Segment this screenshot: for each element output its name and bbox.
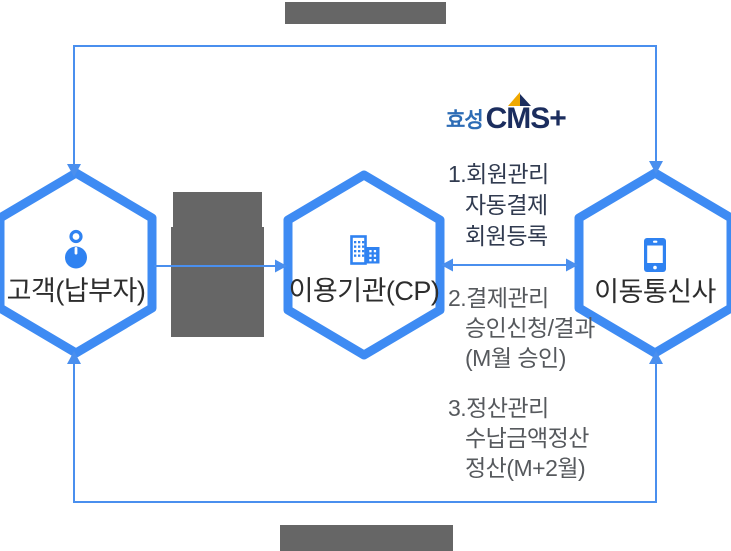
flow-block-member-management: 1.회원관리 자동결제 회원등록 bbox=[448, 159, 549, 252]
arrowhead-bottom-left bbox=[67, 351, 81, 364]
top-loop-connector bbox=[73, 45, 657, 165]
middle-gray-block-lower bbox=[171, 227, 264, 337]
flow-line: (M월 승인) bbox=[465, 345, 566, 371]
flow-block-payment-management: 2.결제관리 승인신청/결과 (M월 승인) bbox=[448, 283, 595, 373]
flow-line: 자동결제 bbox=[465, 192, 548, 218]
arrowhead-top-right bbox=[649, 161, 663, 174]
flow-line: 수납금액정산 bbox=[465, 425, 589, 451]
hexagon-cp bbox=[283, 170, 445, 360]
arrowhead-into-carrier bbox=[566, 258, 578, 272]
mobile-phone-icon bbox=[644, 238, 666, 272]
arrowhead-top-left bbox=[67, 164, 81, 177]
hyosung-mark-icon bbox=[508, 92, 531, 106]
hyosung-cms-logo: 효성 CMS+ bbox=[446, 91, 576, 139]
flow-line: 2.결제관리 bbox=[448, 285, 549, 311]
top-gray-label-box bbox=[285, 2, 446, 24]
arrowhead-bottom-right bbox=[649, 351, 663, 364]
flow-line: 1.회원관리 bbox=[448, 161, 549, 187]
flow-line: 3.정산관리 bbox=[448, 395, 549, 421]
arrowhead-into-cp bbox=[275, 259, 287, 273]
arrowhead-into-cp-right bbox=[441, 258, 453, 272]
person-icon bbox=[65, 229, 87, 269]
flow-block-settlement-management: 3.정산관리 수납금액정산 정산(M+2월) bbox=[448, 393, 589, 483]
logo-prefix-text: 효성 bbox=[446, 109, 484, 132]
flow-line: 정산(M+2월) bbox=[465, 455, 586, 481]
bottom-loop-connector bbox=[73, 363, 657, 503]
middle-gray-block-upper bbox=[173, 192, 262, 227]
node-label-cp: 이용기관(CP) bbox=[288, 276, 440, 306]
node-label-carrier: 이동통신사 bbox=[594, 277, 716, 307]
logo-text-row: 효성 CMS+ bbox=[446, 102, 567, 135]
flow-line: 승인신청/결과 bbox=[465, 315, 595, 341]
flow-line: 회원등록 bbox=[465, 223, 548, 249]
logo-name-text: CMS+ bbox=[485, 102, 567, 135]
node-label-customer: 고객(납부자) bbox=[6, 276, 146, 306]
bottom-gray-label-box bbox=[280, 525, 453, 551]
buildings-icon bbox=[350, 235, 380, 265]
